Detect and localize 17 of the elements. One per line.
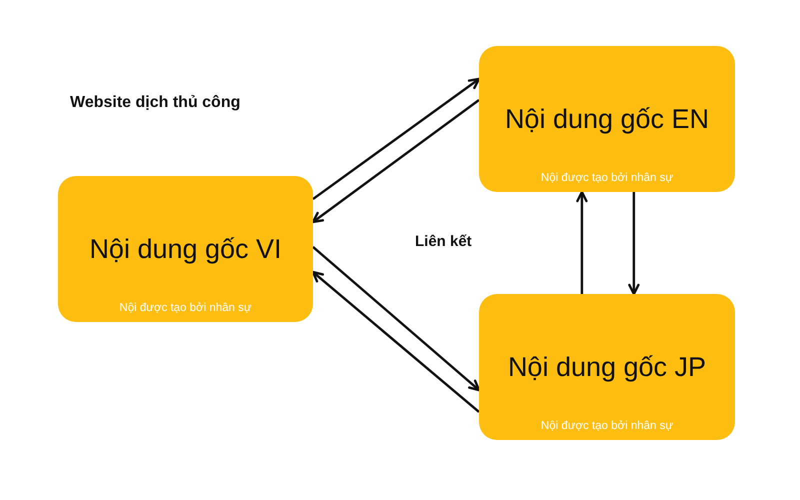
card-note: Nội được tạo bởi nhân sự xyxy=(119,301,252,316)
content-card xyxy=(479,46,735,192)
arrow xyxy=(312,246,480,392)
card-heading: Nội dung gốc EN xyxy=(504,103,710,135)
arrow xyxy=(312,78,480,200)
content-card xyxy=(479,294,735,440)
link-label: Liên kết xyxy=(415,232,472,251)
card-note: Nội được tạo bởi nhân sự xyxy=(540,171,674,186)
card-note: Nội được tạo bởi nhân sự xyxy=(540,419,674,434)
arrow xyxy=(312,270,480,413)
content-card xyxy=(58,176,313,322)
diagram-title: Website dịch thủ công xyxy=(70,93,240,113)
arrow xyxy=(628,192,640,296)
card-heading: Nội dung gốc VI xyxy=(89,233,282,265)
card-heading: Nội dung gốc JP xyxy=(508,351,706,383)
arrow xyxy=(312,99,480,224)
arrow xyxy=(576,190,588,294)
